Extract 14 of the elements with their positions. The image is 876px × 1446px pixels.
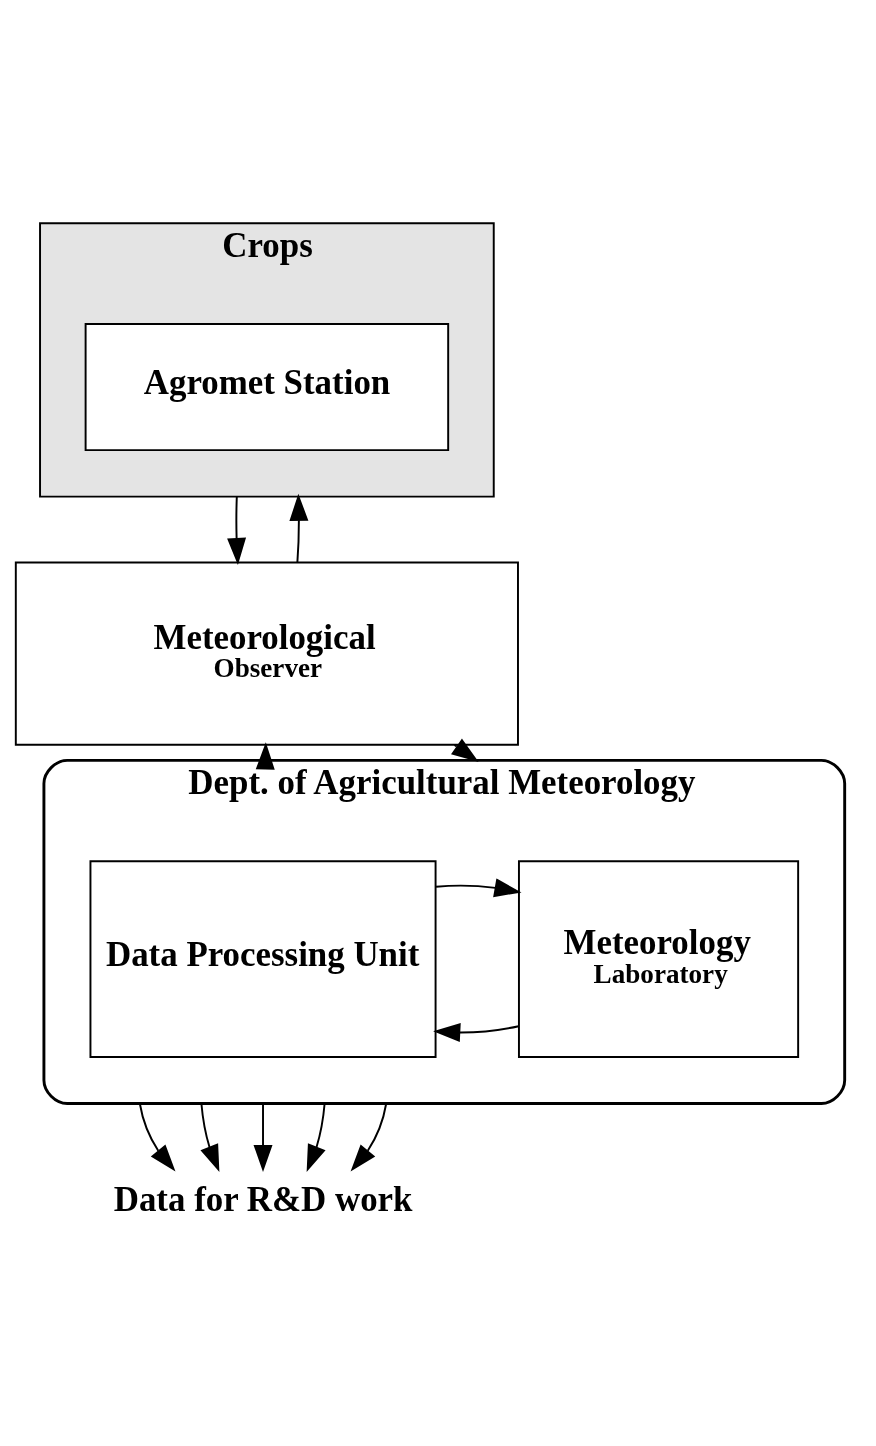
- arrow: [306, 1102, 326, 1172]
- arrow: [255, 741, 275, 770]
- arrow: [227, 495, 247, 565]
- arrow: [433, 1022, 520, 1042]
- arrow: [253, 1102, 273, 1172]
- node-box: Data Processing Unit: [89, 859, 437, 1058]
- arrow: [200, 1102, 220, 1172]
- arrow: [289, 493, 309, 563]
- node-box: Meteorology Laboratory: [518, 859, 800, 1058]
- node-box: Agromet Station: [84, 322, 450, 451]
- arrow: [350, 1102, 388, 1171]
- node-text: Data for R&D work: [113, 1179, 413, 1219]
- arrow: [435, 877, 522, 897]
- arrow: [138, 1102, 176, 1171]
